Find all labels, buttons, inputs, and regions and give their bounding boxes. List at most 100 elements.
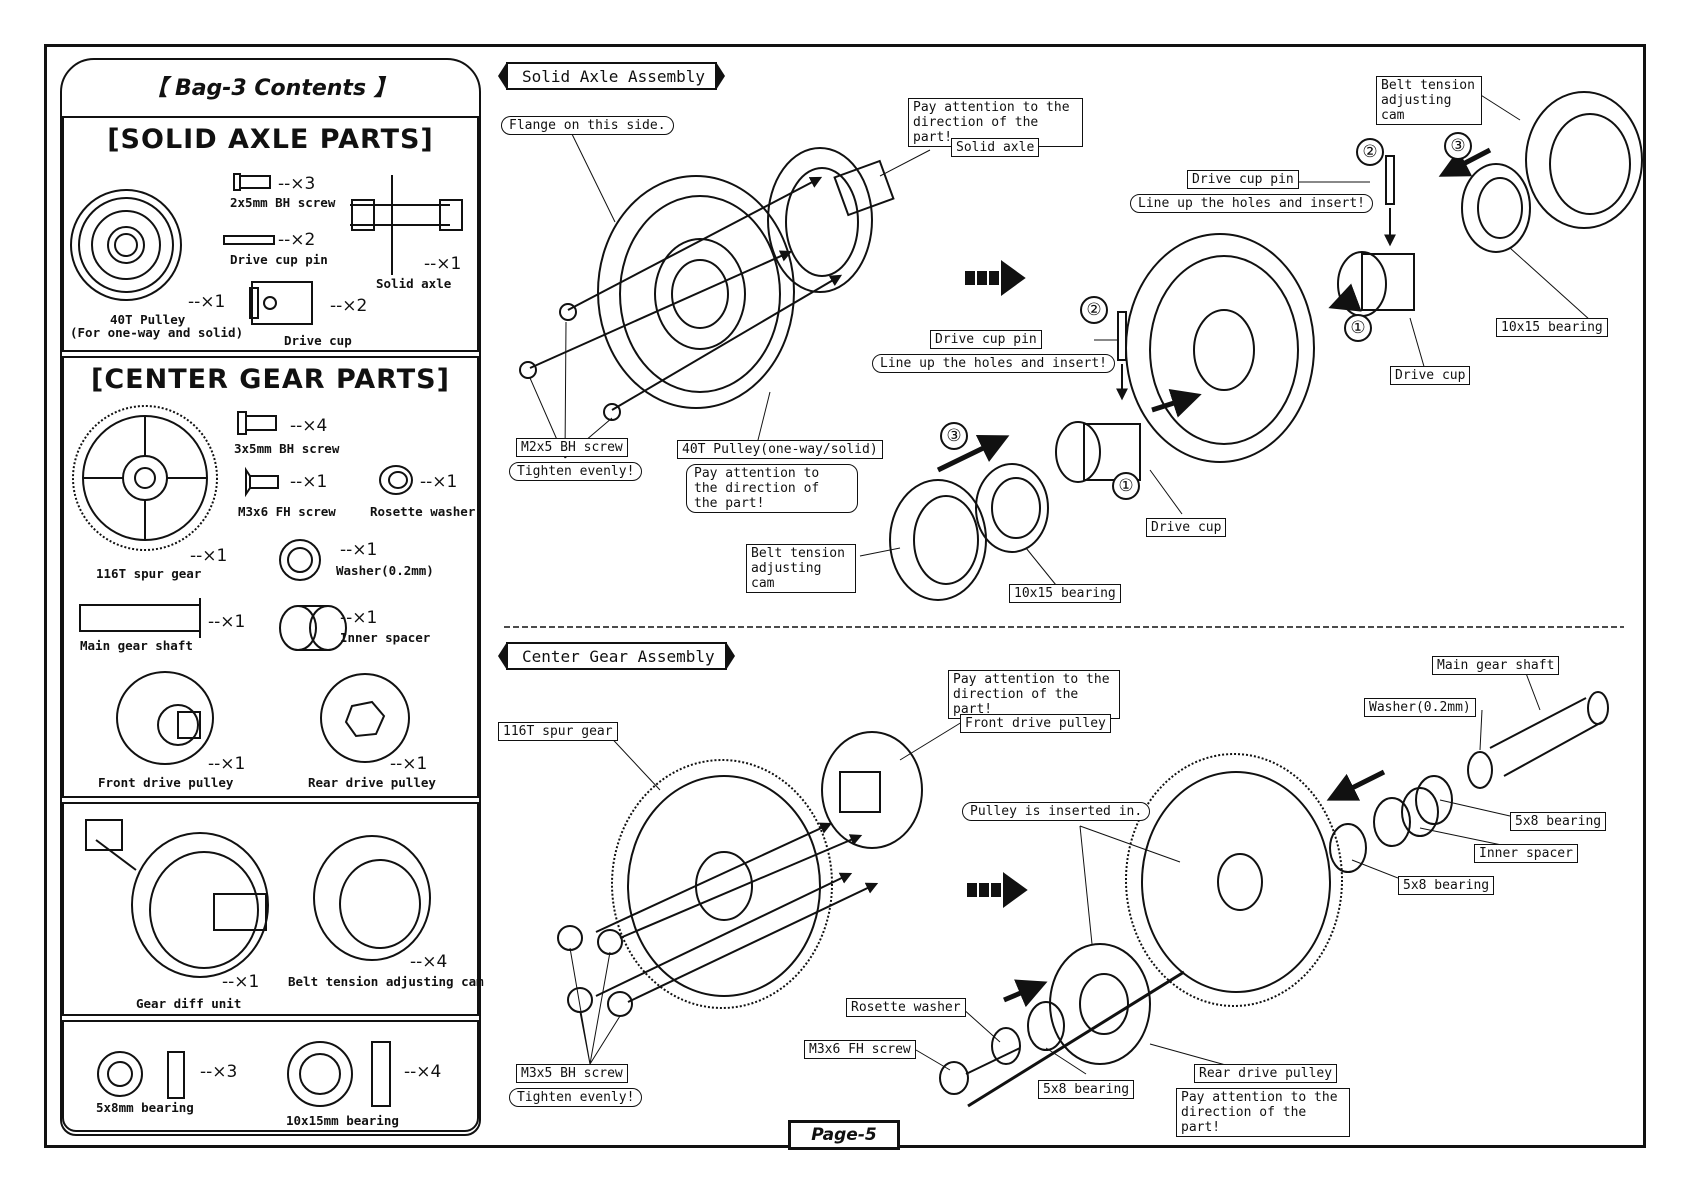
center-step-arrow <box>967 872 1028 908</box>
front-pulley-assembly-drawing <box>821 731 923 849</box>
pulley-40t-drawing <box>70 189 182 301</box>
label-m3x6-screw: M3x6 FH screw <box>804 1040 916 1059</box>
diff-section <box>62 802 479 1016</box>
qty-40t-pulley: --×1 <box>188 292 226 312</box>
label-m2x5-screw: M2x5 BH screw <box>516 438 628 457</box>
solid-axle-shaft-drawing <box>833 159 895 217</box>
m3x5-screws-drawing <box>557 822 879 1017</box>
label-washer: Washer(0.2mm) <box>1364 698 1476 717</box>
step-number-2-right: ② <box>1356 138 1384 166</box>
bag-title: 【 Bag-3 Contents 】 <box>145 76 396 101</box>
rear-drive-pulley-drawing <box>320 673 410 763</box>
part-label-main-gear-shaft: Main gear shaft <box>80 638 193 653</box>
label-pay-attention-pulley: Pay attention to the direction of the pa… <box>686 464 858 513</box>
part-label-front-drive-pulley: Front drive pulley <box>98 775 234 790</box>
part-label-10x15-bearing: 10x15mm bearing <box>286 1113 399 1128</box>
part-label-gear-diff: Gear diff unit <box>136 996 242 1011</box>
arrow-step3-right <box>1438 147 1492 177</box>
arrow-step3-left <box>936 434 1010 473</box>
label-flange: Flange on this side. <box>501 116 674 135</box>
qty-drive-cup: --×2 <box>330 296 368 316</box>
main-gear-shaft-drawing <box>79 598 201 638</box>
shaft-line <box>967 970 1185 1108</box>
drive-cup-drawing <box>249 281 313 325</box>
step-number-1-right: ① <box>1344 314 1372 342</box>
solid-axle-drawing <box>350 175 463 275</box>
qty-m3x6-screw: --×1 <box>290 472 328 492</box>
page-number: Page-5 <box>788 1120 900 1150</box>
qty-rear-drive-pulley: --×1 <box>390 754 428 774</box>
qty-washer: --×1 <box>340 540 378 560</box>
pin-right-drawing <box>1384 155 1396 247</box>
label-5x8-bearing-b: 5x8 bearing <box>1398 876 1495 895</box>
label-line-up-right: Line up the holes and insert! <box>1130 194 1373 213</box>
washer-assembly-drawing <box>1467 751 1493 789</box>
drive-cup-right-drawing <box>1337 251 1415 317</box>
label-rear-drive-pulley: Rear drive pulley <box>1194 1064 1338 1083</box>
step-number-1-left: ① <box>1112 472 1140 500</box>
part-note-40t-pulley: (For one-way and solid) <box>70 325 244 340</box>
label-116t-spur: 116T spur gear <box>498 722 618 741</box>
part-label-2x5-screw: 2x5mm BH screw <box>230 195 336 210</box>
solid-axle-parts-section <box>62 116 479 352</box>
qty-belt-cam: --×4 <box>410 952 448 972</box>
m3x6-assembly-drawing <box>939 1047 1021 1095</box>
qty-2x5-screw: --×3 <box>278 174 316 194</box>
label-40t-pulley: 40T Pulley(one-way/solid) <box>677 440 883 459</box>
label-tighten-evenly-top: Tighten evenly! <box>509 462 643 481</box>
step-number-2-left: ② <box>1080 296 1108 324</box>
label-bearing-right: 10x15 bearing <box>1496 318 1608 337</box>
part-label-rear-drive-pulley: Rear drive pulley <box>308 775 436 790</box>
step-number-3-left: ③ <box>940 422 968 450</box>
screw-3x5-drawing <box>237 411 277 435</box>
label-front-drive-pulley: Front drive pulley <box>960 714 1111 733</box>
arrow-rosette <box>1003 979 1048 1008</box>
screw-m3x6-drawing <box>245 466 279 498</box>
pin-left-drawing <box>1116 311 1128 401</box>
label-drive-cup-left: Drive cup <box>1146 518 1227 537</box>
part-label-116t-spur: 116T spur gear <box>96 566 202 581</box>
solid-axle-pulley-drawing <box>597 175 795 409</box>
qty-solid-axle: --×1 <box>424 254 462 274</box>
assembled-pulley-drawing <box>1125 233 1315 463</box>
spur-gear-drawing <box>72 405 218 551</box>
part-label-m3x6-screw: M3x6 FH screw <box>238 504 336 519</box>
qty-inner-spacer: --×1 <box>340 608 378 628</box>
qty-5x8-bearing: --×3 <box>200 1062 238 1082</box>
center-gear-parts-section <box>62 356 479 798</box>
bearing-right-drawing <box>1461 163 1531 253</box>
bearing-5x8-a-drawing <box>1415 775 1453 825</box>
assembled-spur-drawing <box>1125 753 1343 1007</box>
qty-front-drive-pulley: --×1 <box>208 754 246 774</box>
qty-3x5-screw: --×4 <box>290 416 328 436</box>
label-m3x5-screw: M3x5 BH screw <box>516 1064 628 1083</box>
washer-drawing <box>279 539 321 581</box>
spur-gear-assembly-drawing <box>611 759 833 1009</box>
bag-contents-panel <box>60 58 481 1136</box>
label-line-up-left: Line up the holes and insert! <box>872 354 1115 373</box>
cam-left-drawing <box>889 479 987 601</box>
bearing-5x8-c-drawing <box>1027 1001 1065 1051</box>
bearing-5x8-drawing <box>97 1051 185 1099</box>
center-gear-parts-heading: [CENTER GEAR PARTS] <box>91 364 450 395</box>
label-inner-spacer: Inner spacer <box>1474 844 1578 863</box>
screw-2x5-drawing <box>233 173 271 191</box>
bearing-10x15-drawing <box>287 1041 391 1107</box>
qty-10x15-bearing: --×4 <box>404 1062 442 1082</box>
label-pin-right: Drive cup pin <box>1187 170 1299 189</box>
front-drive-pulley-drawing <box>116 671 214 765</box>
part-label-drive-cup: Drive cup <box>284 333 352 348</box>
arrow-step1-right <box>1328 283 1362 312</box>
label-5x8-bearing-c: 5x8 bearing <box>1038 1080 1135 1099</box>
step-number-3-right: ③ <box>1444 132 1472 160</box>
solid-axle-flange-drawing <box>767 147 873 293</box>
label-drive-cup-right: Drive cup <box>1390 366 1471 385</box>
part-label-belt-cam: Belt tension adjusting cam <box>288 974 484 989</box>
rosette-washer-drawing <box>379 465 413 495</box>
qty-drive-cup-pin: --×2 <box>278 230 316 250</box>
label-pin-left: Drive cup pin <box>930 330 1042 349</box>
part-label-3x5-screw: 3x5mm BH screw <box>234 441 340 456</box>
label-pay-attention-rear: Pay attention to the direction of the pa… <box>1176 1088 1350 1137</box>
arrow-bearings <box>1326 769 1386 801</box>
